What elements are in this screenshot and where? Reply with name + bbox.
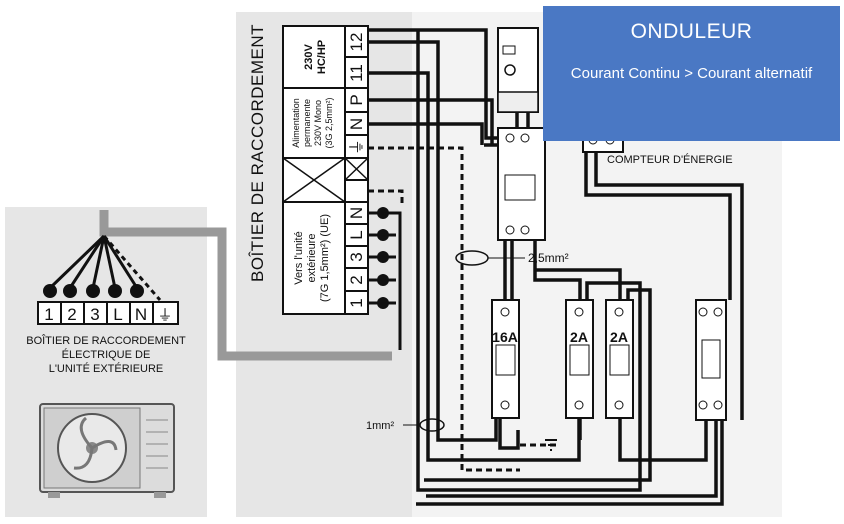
alimentation-label: permanente (302, 99, 312, 147)
alimentation-label: 230V Mono (313, 100, 323, 146)
vers-unite-label: extérieure (306, 234, 318, 283)
terminal-label: N (135, 305, 147, 324)
wire-number-circle (108, 284, 122, 298)
panel-wires (368, 28, 744, 506)
compteur-label: COMPTEUR D'ÉNERGIE (607, 153, 733, 166)
terminal-label: 2 (67, 305, 76, 324)
differential-breaker (497, 127, 546, 241)
cable-section-label: 1mm² (366, 420, 394, 432)
energy-meter-module (497, 27, 539, 113)
outdoor-unit-wires (48, 234, 162, 301)
circuit-breaker (565, 299, 594, 419)
onduleur-subtitle: Courant Continu > Courant alternatif (570, 65, 813, 82)
outdoor-unit-illustration (39, 403, 175, 498)
terminal-label: N (347, 118, 366, 130)
outdoor-wire-numbers: 1 2 3 4 5 (43, 284, 144, 298)
wire-number-circle (130, 284, 144, 298)
earth-symbol (545, 439, 557, 451)
terminal-label: L (113, 305, 122, 324)
cable-section-label: 2,5mm² (528, 251, 569, 265)
connection-box (282, 25, 369, 315)
grey-cable (99, 210, 392, 361)
vers-unite-label: Vers l'unité (293, 231, 305, 284)
wire-number: 2 (379, 277, 389, 282)
outdoor-terminal-strip: 1 2 3 L N ⏚ (37, 301, 179, 325)
terminal-label: 12 (347, 33, 366, 52)
box-wire-numbers: 5 4 3 2 1 (377, 207, 389, 309)
terminal-label: 3 (347, 252, 366, 261)
circuit-breaker (605, 299, 634, 419)
wire-number-circle (43, 284, 57, 298)
boitier-raccordement-title: BOÎTIER DE RACCORDEMENT (248, 24, 267, 282)
breaker-rating: 2A (570, 329, 588, 345)
hc-hp-label: HC/HP (316, 40, 328, 74)
circuit-breaker (491, 299, 520, 419)
vers-unite-label: (7G 1,5mm²) (UE) (319, 214, 331, 302)
alimentation-label: Alimentation (291, 98, 301, 148)
wire-number: 3 (379, 254, 389, 259)
breaker-rating: 16A (492, 329, 518, 345)
onduleur-box: ONDULEUR Courant Continu > Courant alter… (543, 6, 840, 141)
wire-number: 5 (134, 287, 140, 298)
wire-number-circle (63, 284, 77, 298)
onduleur-title: ONDULEUR (630, 20, 753, 43)
contactor-module (695, 299, 727, 421)
terminal-label: 2 (347, 275, 366, 284)
terminal-label: L (347, 230, 366, 239)
terminal-label: 3 (90, 305, 99, 324)
wire-number: 3 (90, 287, 96, 298)
terminal-label: 1 (347, 298, 366, 307)
terminal-label: 1 (44, 305, 53, 324)
terminal-label: N (347, 207, 366, 219)
outdoor-caption-line: ÉLECTRIQUE DE (62, 348, 151, 361)
terminal-label: 11 (347, 64, 366, 82)
wire-number: 4 (112, 287, 118, 298)
outdoor-caption-line: L'UNITÉ EXTÉRIEURE (49, 362, 164, 375)
outdoor-caption-line: BOÎTIER DE RACCORDEMENT (26, 334, 186, 347)
breaker-rating: 2A (610, 329, 628, 345)
ground-terminal-label: ⏚ (157, 307, 172, 324)
ground-terminal-label: ⏚ (348, 139, 366, 155)
wire-number: 4 (379, 232, 389, 237)
wire-number-circle (86, 284, 100, 298)
wire-number: 1 (47, 287, 53, 298)
wire-number: 5 (379, 210, 389, 215)
alimentation-label: (3G 2,5mm²) (324, 97, 334, 148)
hc-hp-label: 230V (303, 43, 315, 69)
wire-number: 1 (379, 300, 389, 305)
terminal-label: P (347, 94, 366, 105)
wire-number: 2 (67, 287, 73, 298)
